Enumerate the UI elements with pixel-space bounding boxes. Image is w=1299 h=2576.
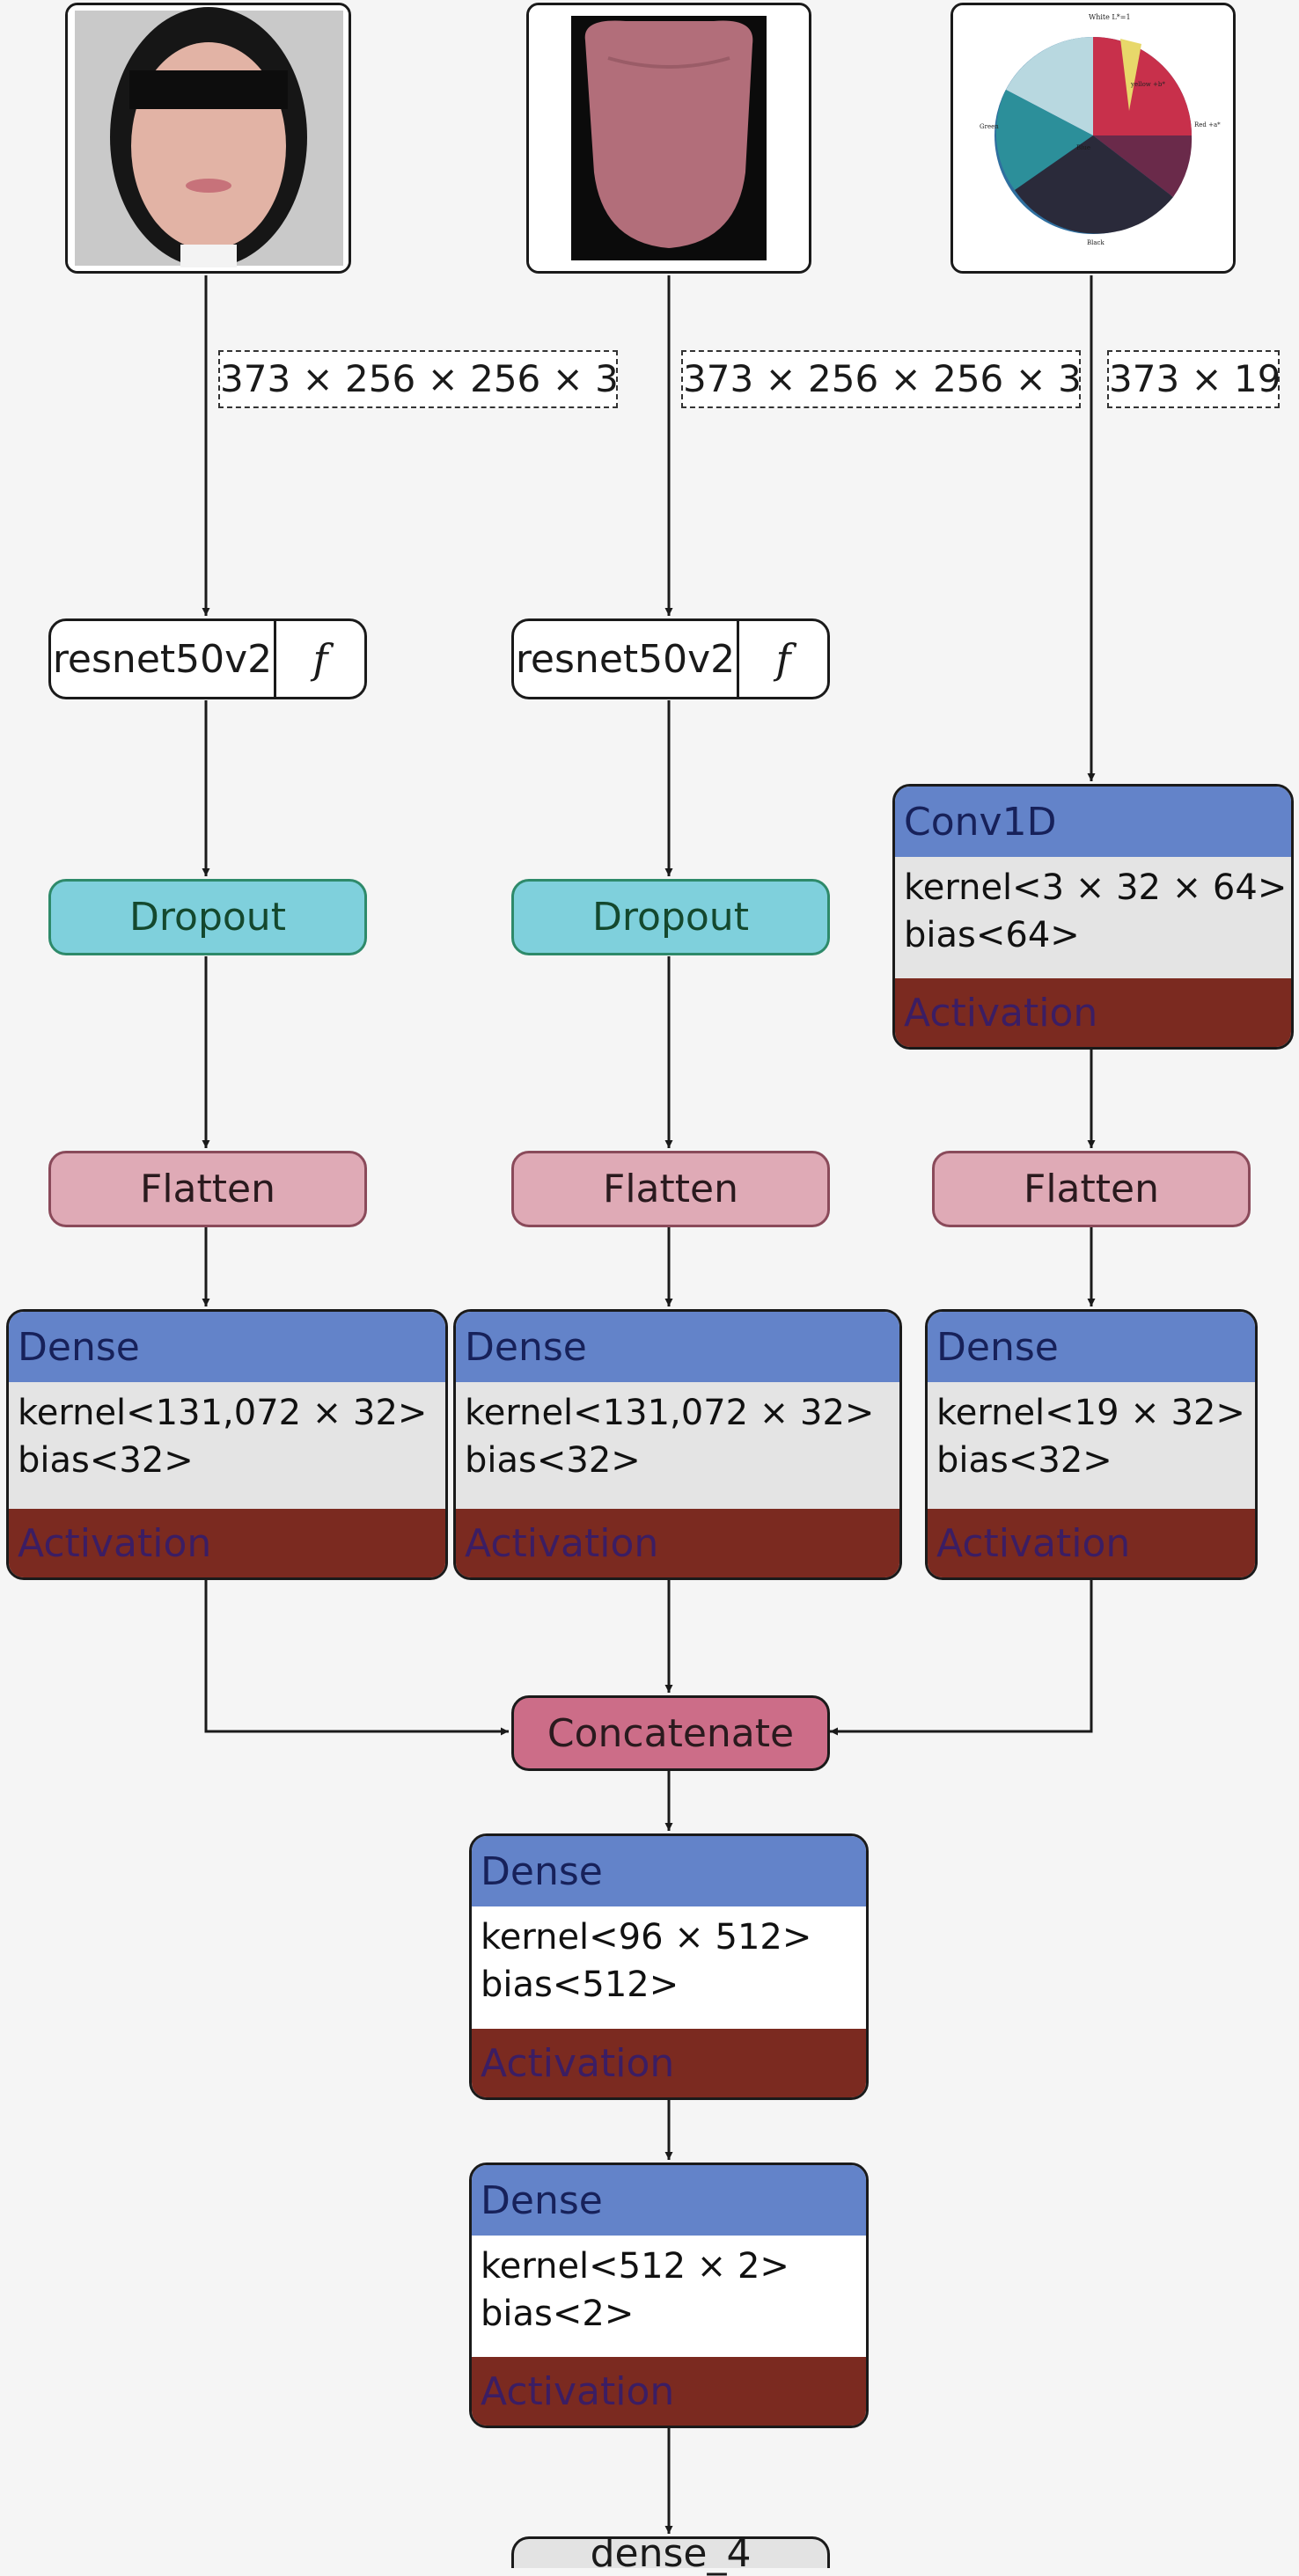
layer-params: kernel<3 × 32 × 64> bias<64> bbox=[895, 857, 1291, 978]
color-space-image: White L*=1 yellow +b* Red +a* Green Blue… bbox=[950, 3, 1236, 274]
layer-params: kernel<131,072 × 32> bias<32> bbox=[9, 1382, 445, 1509]
color-label-white: White L*=1 bbox=[1089, 13, 1131, 21]
color-label-red: Red +a* bbox=[1194, 121, 1221, 128]
layer-activation: Activation bbox=[472, 2029, 866, 2097]
dim-label-face: 373 × 256 × 256 × 3 bbox=[218, 350, 619, 408]
layer-title: Dense bbox=[456, 1312, 899, 1382]
layer-params: kernel<131,072 × 32> bias<32> bbox=[456, 1382, 899, 1509]
layer-params: kernel<512 × 2> bias<2> bbox=[472, 2236, 866, 2357]
dim-label-color: 373 × 19 bbox=[1107, 350, 1281, 408]
bias-shape: bias<512> bbox=[481, 1965, 679, 2005]
flatten-node-color: Flatten bbox=[932, 1151, 1251, 1227]
layer-activation: Activation bbox=[928, 1509, 1255, 1577]
dense-layer-tongue: Dense kernel<131,072 × 32> bias<32> Acti… bbox=[453, 1309, 902, 1580]
layer-title: Dense bbox=[928, 1312, 1255, 1382]
function-symbol: f bbox=[737, 621, 827, 697]
layer-activation: Activation bbox=[895, 978, 1291, 1047]
layer-params: kernel<19 × 32> bias<32> bbox=[928, 1382, 1255, 1509]
dense-layer-head-2: Dense kernel<512 × 2> bias<2> Activation bbox=[469, 2163, 869, 2428]
resnet-label: resnet50v2 bbox=[515, 636, 736, 682]
bias-shape: bias<32> bbox=[18, 1440, 194, 1481]
function-symbol: f bbox=[274, 621, 364, 697]
layer-title: Dense bbox=[472, 1836, 866, 1906]
flatten-node-face: Flatten bbox=[48, 1151, 367, 1227]
bias-shape: bias<32> bbox=[465, 1440, 641, 1481]
dense-layer-color: Dense kernel<19 × 32> bias<32> Activatio… bbox=[925, 1309, 1258, 1580]
color-label-yellow: yellow +b* bbox=[1130, 81, 1165, 88]
arrow-dense3-to-concat bbox=[830, 1580, 1093, 1736]
output-node: dense_4 bbox=[511, 2531, 830, 2576]
color-sphere-icon: White L*=1 yellow +b* Red +a* Green Blue… bbox=[953, 5, 1233, 271]
layer-activation: Activation bbox=[9, 1509, 445, 1577]
bias-shape: bias<2> bbox=[481, 2294, 635, 2334]
layer-activation: Activation bbox=[456, 1509, 899, 1577]
layer-title: Conv1D bbox=[895, 787, 1291, 857]
kernel-shape: kernel<131,072 × 32> bbox=[465, 1393, 875, 1433]
dropout-node-tongue: Dropout bbox=[511, 879, 830, 955]
layer-activation: Activation bbox=[472, 2357, 866, 2426]
resnet-block-tongue: resnet50v2 f bbox=[511, 618, 830, 699]
flatten-node-tongue: Flatten bbox=[511, 1151, 830, 1227]
layer-title: Dense bbox=[9, 1312, 445, 1382]
tongue-image bbox=[526, 3, 811, 274]
kernel-shape: kernel<131,072 × 32> bbox=[18, 1393, 428, 1433]
color-label-black: Black bbox=[1087, 239, 1105, 246]
kernel-shape: kernel<96 × 512> bbox=[481, 1917, 812, 1958]
dropout-node-face: Dropout bbox=[48, 879, 367, 955]
dense-layer-head-1: Dense kernel<96 × 512> bias<512> Activat… bbox=[469, 1833, 869, 2100]
face-photo-icon bbox=[68, 5, 349, 271]
dim-label-tongue: 373 × 256 × 256 × 3 bbox=[681, 350, 1082, 408]
kernel-shape: kernel<3 × 32 × 64> bbox=[904, 867, 1288, 908]
conv1d-layer: Conv1D kernel<3 × 32 × 64> bias<64> Acti… bbox=[892, 784, 1294, 1050]
layer-params: kernel<96 × 512> bias<512> bbox=[472, 1906, 866, 2029]
color-label-green: Green bbox=[980, 123, 999, 130]
concatenate-node: Concatenate bbox=[511, 1695, 830, 1771]
bias-shape: bias<32> bbox=[936, 1440, 1112, 1481]
tongue-photo-icon bbox=[529, 5, 809, 271]
arrow-dense1-to-concat bbox=[204, 1580, 509, 1736]
bias-shape: bias<64> bbox=[904, 915, 1080, 955]
resnet-block-face: resnet50v2 f bbox=[48, 618, 367, 699]
kernel-shape: kernel<19 × 32> bbox=[936, 1393, 1245, 1433]
kernel-shape: kernel<512 × 2> bbox=[481, 2246, 789, 2287]
resnet-label: resnet50v2 bbox=[52, 636, 273, 682]
face-image bbox=[65, 3, 351, 274]
dense-layer-face: Dense kernel<131,072 × 32> bias<32> Acti… bbox=[6, 1309, 448, 1580]
color-label-blue: Blue bbox=[1076, 144, 1090, 151]
layer-title: Dense bbox=[472, 2165, 866, 2236]
